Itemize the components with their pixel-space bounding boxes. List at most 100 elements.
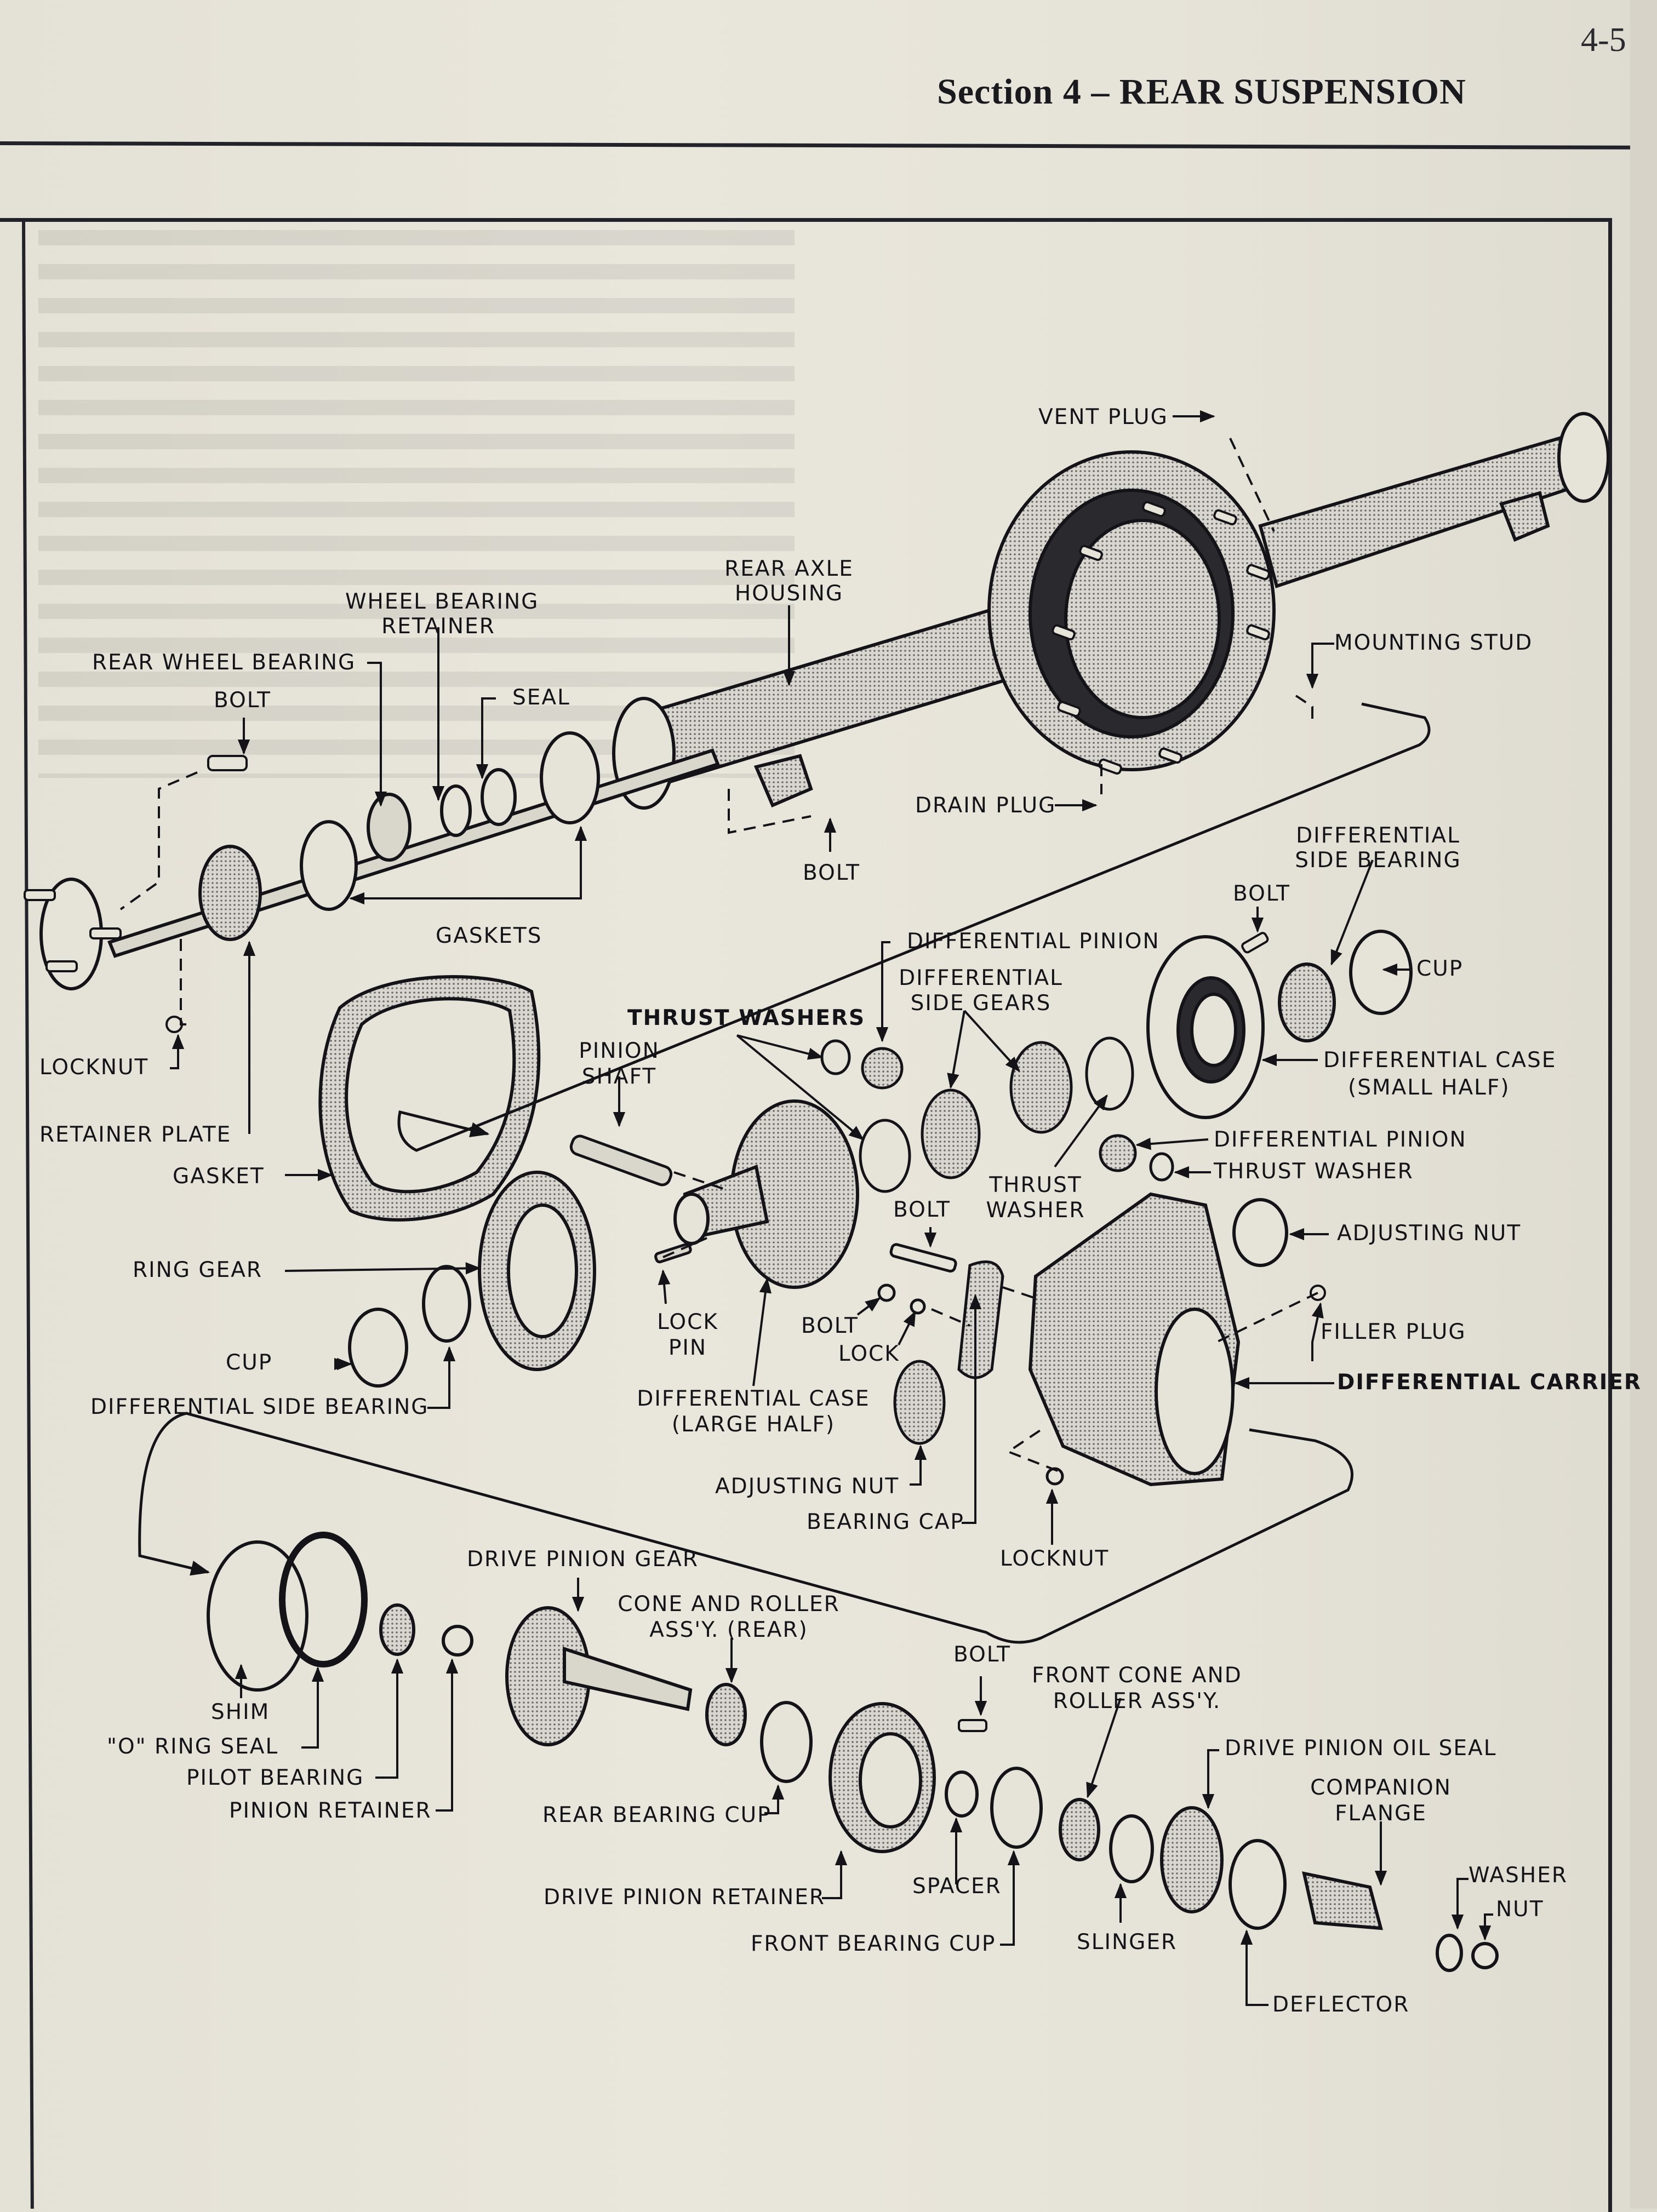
bearing-cap-parts (877, 1243, 1064, 1486)
thrust-washer-mid-shape (1085, 1036, 1134, 1111)
label-drain-plug: DRAIN PLUG (915, 793, 1056, 818)
side-gear-2-shape (1009, 1041, 1073, 1134)
label-bolt-case: BOLT (1233, 881, 1290, 906)
bolt-case-shape (1241, 932, 1269, 954)
label-drive-pinion-oil-seal: DRIVE PINION OIL SEAL (1225, 1736, 1497, 1761)
label-retainer-plate: RETAINER PLATE (39, 1122, 232, 1147)
label-pilot-bearing: PILOT BEARING (186, 1766, 364, 1790)
label-cup-right: CUP (1416, 956, 1464, 981)
label-pinion-shaft-line2: SHAFT (581, 1064, 657, 1089)
axle-shaft-assembly (24, 731, 720, 1033)
section-title: Section 4 – REAR SUSPENSION (937, 72, 1466, 112)
label-bolt-housing: BOLT (803, 861, 860, 885)
axle-shaft (107, 748, 720, 958)
spring-seat (753, 754, 813, 807)
adjusting-nut-right-shape (1232, 1198, 1288, 1267)
nut-shape (1471, 1942, 1499, 1969)
label-companion-flange-line2: FLANGE (1335, 1801, 1427, 1826)
label-spacer: SPACER (912, 1874, 1002, 1899)
label-drive-pinion-retainer: DRIVE PINION RETAINER (544, 1885, 825, 1910)
label-front-cone-roller-line2: ROLLER ASS'Y. (1053, 1689, 1221, 1714)
washer-shape (1436, 1934, 1463, 1972)
oil-seal-shape (1160, 1806, 1224, 1913)
bolt-retainer-shape (958, 1719, 987, 1732)
label-cup-left: CUP (226, 1350, 273, 1375)
label-rear-bearing-cup: REAR BEARING CUP (542, 1803, 772, 1827)
label-wheel-bearing-retainer-line1: WHEEL BEARING (345, 589, 539, 614)
label-pinion-shaft-line1: PINION (579, 1039, 660, 1063)
cup-left-shape (348, 1308, 408, 1388)
label-thrust-washer-right: THRUST WASHER (1214, 1159, 1414, 1184)
pinion-shaft-shape (569, 1134, 673, 1187)
thrust-washer-small-shape (820, 1039, 851, 1075)
label-locknut-axle: LOCKNUT (39, 1055, 149, 1080)
rear-axle-housing (612, 412, 1610, 810)
assembly-path-lines (138, 702, 1431, 1644)
bearing-cap-shape (957, 1260, 1004, 1379)
label-differential-side-bearing-right-line2: SIDE BEARING (1295, 848, 1461, 873)
pinion-retainer-shape (442, 1625, 473, 1657)
cup-right-shape (1349, 930, 1413, 1015)
dashed-guide-lines (119, 438, 1318, 1472)
label-lock-pin-line1: LOCK (657, 1310, 718, 1334)
diff-case-small-shape (1146, 935, 1265, 1119)
rear-bearing-cup-shape (760, 1701, 813, 1783)
label-differential-side-bearing-right-line1: DIFFERENTIAL (1296, 823, 1460, 848)
label-differential-pinion-top: DIFFERENTIAL PINION (907, 929, 1160, 954)
label-rear-axle-housing-line2: HOUSING (734, 581, 844, 606)
slinger-shape (1109, 1814, 1154, 1883)
page-edge (1630, 0, 1657, 2209)
housing-studs (1052, 501, 1270, 775)
label-differential-case-large-line2: (LARGE HALF) (671, 1412, 836, 1437)
spring-seat-right (1499, 491, 1550, 542)
label-front-bearing-cup: FRONT BEARING CUP (751, 1932, 996, 1956)
label-locknut-carrier: LOCKNUT (1000, 1546, 1110, 1571)
figure-frame (0, 218, 1612, 2212)
label-gasket: GASKET (173, 1164, 265, 1189)
label-washer: WASHER (1469, 1863, 1568, 1888)
label-adjusting-nut-right: ADJUSTING NUT (1337, 1221, 1522, 1246)
spacer-shape (945, 1770, 979, 1818)
label-lock-pin-line2: PIN (668, 1336, 707, 1360)
label-differential-pinion-right: DIFFERENTIAL PINION (1214, 1127, 1467, 1152)
label-bolt-retainer: BOLT (953, 1642, 1011, 1667)
label-rear-axle-housing-line1: REAR AXLE (724, 557, 854, 581)
housing-flange-right (1557, 412, 1610, 503)
label-nut: NUT (1496, 1897, 1544, 1922)
label-filler-plug: FILLER PLUG (1321, 1320, 1466, 1344)
housing-inner (1064, 519, 1221, 719)
label-front-cone-roller-line1: FRONT CONE AND (1032, 1663, 1242, 1688)
drive-pinion-shaft-shape (563, 1646, 693, 1711)
label-thrust-washers: THRUST WASHERS (627, 1006, 866, 1030)
retainer-plate-shape (198, 845, 262, 941)
gasket-right-shape (540, 731, 600, 824)
right-side-bearing-parts (1241, 930, 1413, 1042)
label-bolt-axle: BOLT (214, 688, 271, 713)
label-drive-pinion-gear: DRIVE PINION GEAR (467, 1547, 699, 1572)
label-differential-side-bearing-left: DIFFERENTIAL SIDE BEARING (90, 1395, 429, 1419)
label-lock: LOCK (838, 1342, 900, 1366)
label-bolt-carrier: BOLT (893, 1197, 951, 1222)
cover-gasket (318, 975, 541, 1222)
side-bearing-left-shape (422, 1265, 471, 1343)
diff-case-large-shape (673, 1099, 859, 1289)
label-bolt-cap: BOLT (801, 1314, 859, 1338)
pilot-bearing-shape (379, 1603, 415, 1656)
bolt-cap-shape (877, 1283, 896, 1302)
label-differential-case-small-line2: (SMALL HALF) (1348, 1075, 1510, 1100)
label-pinion-retainer: PINION RETAINER (229, 1798, 432, 1823)
label-wheel-bearing-retainer-line2: RETAINER (381, 614, 495, 639)
label-thrust-washer-mid-line1: THRUST (989, 1173, 1082, 1197)
wheel-studs (24, 889, 122, 972)
cone-roller-rear-shape (705, 1683, 747, 1746)
page-number: 4-5 (1581, 21, 1626, 59)
leader-lines (170, 410, 1493, 2006)
locknut-axle-shape (165, 1016, 183, 1033)
gasket-left-shape (300, 820, 358, 911)
label-o-ring-seal: "O" RING SEAL (107, 1734, 279, 1759)
front-bearing-cup-shape (990, 1767, 1043, 1849)
front-cone-roller-shape (1059, 1798, 1100, 1861)
seal-shape (481, 768, 517, 826)
companion-flange-shape (1302, 1871, 1383, 1930)
